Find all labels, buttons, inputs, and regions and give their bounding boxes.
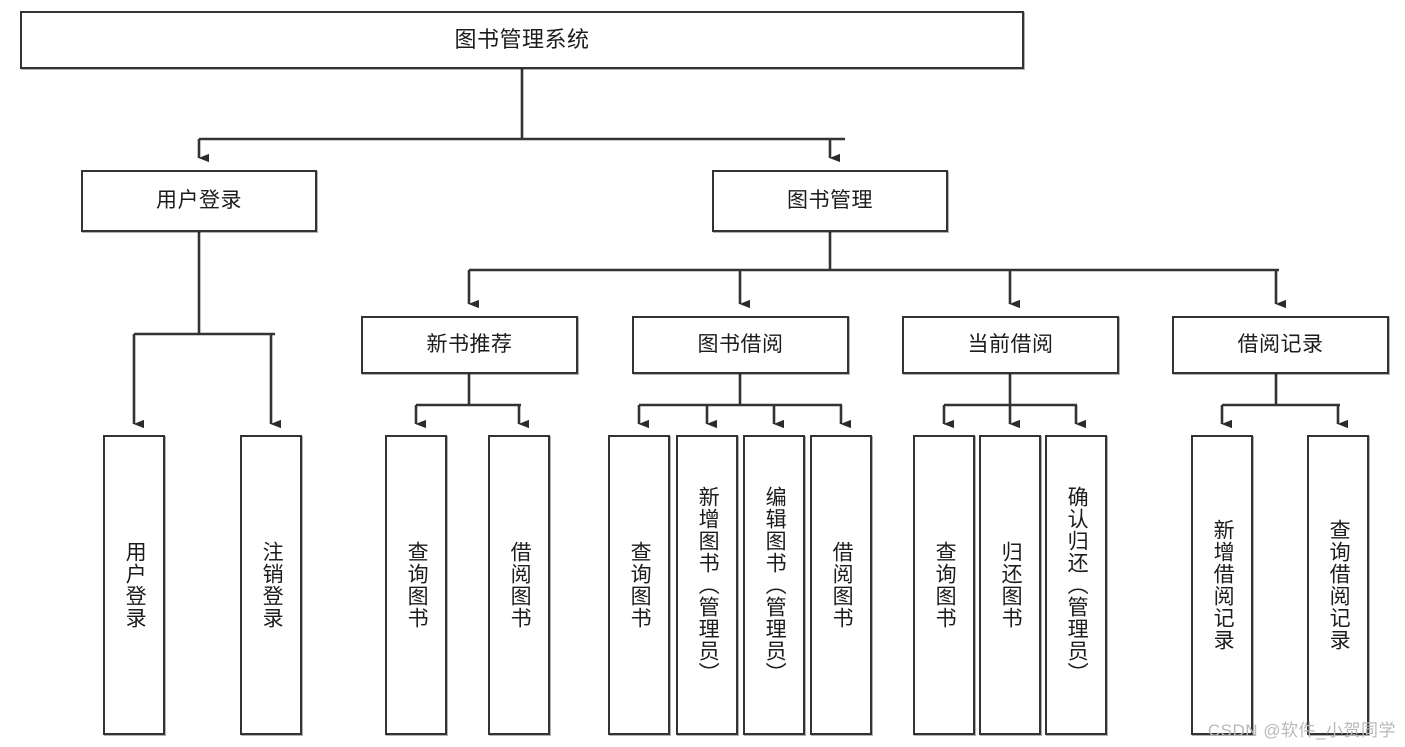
node-leaf-confirm-return[interactable]: 确认归还（管理员） [1045, 435, 1107, 735]
node-leaf-query-book-1-label: 查询图书 [405, 541, 429, 629]
node-book-management[interactable]: 图书管理 [712, 170, 948, 232]
csdn-watermark: CSDN @软件_小贺同学 [1207, 721, 1396, 740]
node-new-book-recommend-label: 新书推荐 [426, 332, 513, 356]
node-leaf-add-record-label: 新增借阅记录 [1211, 519, 1235, 651]
node-leaf-user-login[interactable]: 用户登录 [103, 435, 165, 735]
node-current-borrow[interactable]: 当前借阅 [902, 316, 1119, 374]
node-leaf-borrow-book-2-label: 借阅图书 [830, 541, 854, 629]
node-leaf-user-logout-label: 注销登录 [260, 541, 284, 629]
node-leaf-add-record[interactable]: 新增借阅记录 [1191, 435, 1253, 735]
node-leaf-query-book-1[interactable]: 查询图书 [385, 435, 447, 735]
node-borrow-record-label: 借阅记录 [1237, 332, 1324, 356]
node-leaf-query-book-3-label: 查询图书 [933, 541, 957, 629]
node-book-management-label: 图书管理 [787, 188, 873, 212]
node-leaf-return-book[interactable]: 归还图书 [979, 435, 1041, 735]
node-leaf-confirm-return-label: 确认归还（管理员） [1065, 486, 1089, 684]
node-current-borrow-label: 当前借阅 [967, 332, 1054, 356]
node-leaf-edit-book-label: 编辑图书（管理员） [763, 486, 787, 684]
node-user-login-label: 用户登录 [156, 188, 242, 212]
node-root-label: 图书管理系统 [454, 27, 590, 53]
node-leaf-query-record-label: 查询借阅记录 [1327, 519, 1351, 651]
node-root[interactable]: 图书管理系统 [20, 11, 1024, 69]
node-leaf-query-record[interactable]: 查询借阅记录 [1307, 435, 1369, 735]
node-leaf-borrow-book-1[interactable]: 借阅图书 [488, 435, 550, 735]
node-book-borrow-label: 图书借阅 [697, 332, 784, 356]
node-borrow-record[interactable]: 借阅记录 [1172, 316, 1389, 374]
node-leaf-edit-book[interactable]: 编辑图书（管理员） [743, 435, 805, 735]
node-leaf-query-book-2[interactable]: 查询图书 [608, 435, 670, 735]
node-book-borrow[interactable]: 图书借阅 [632, 316, 849, 374]
node-leaf-user-logout[interactable]: 注销登录 [240, 435, 302, 735]
node-leaf-user-login-label: 用户登录 [123, 541, 147, 629]
node-leaf-query-book-2-label: 查询图书 [628, 541, 652, 629]
node-leaf-add-book-label: 新增图书（管理员） [696, 486, 720, 684]
node-leaf-query-book-3[interactable]: 查询图书 [913, 435, 975, 735]
node-leaf-return-book-label: 归还图书 [999, 541, 1023, 629]
node-leaf-borrow-book-2[interactable]: 借阅图书 [810, 435, 872, 735]
node-leaf-borrow-book-1-label: 借阅图书 [508, 541, 532, 629]
node-leaf-add-book[interactable]: 新增图书（管理员） [676, 435, 738, 735]
node-new-book-recommend[interactable]: 新书推荐 [361, 316, 578, 374]
node-user-login[interactable]: 用户登录 [81, 170, 317, 232]
